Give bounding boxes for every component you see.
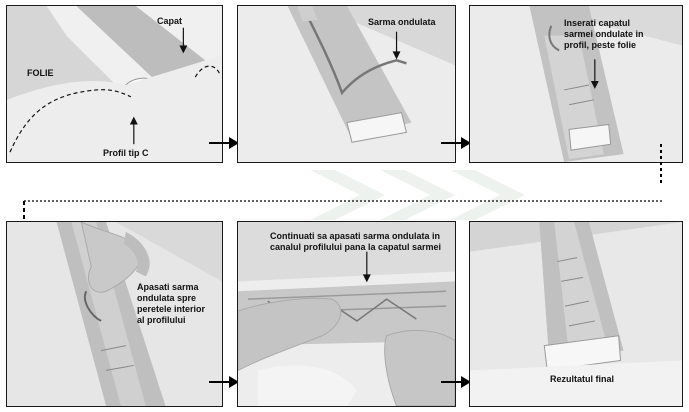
label-inserati-1: Inserati capatul	[564, 18, 631, 28]
press-wire-illustration	[7, 222, 222, 406]
panel-step-1: Capat FOLIE Profil tip C	[6, 5, 223, 163]
label-capat: Capat	[157, 16, 183, 26]
label-apasati-4: al profilului	[137, 315, 186, 325]
label-inserati-3: profil, peste folie	[564, 40, 637, 50]
arrow-right-icon	[441, 376, 471, 388]
label-folie: FOLIE	[27, 68, 54, 78]
panel-step-2: Sarma ondulata	[237, 5, 456, 163]
label-apasati-3: peretele interior	[137, 304, 206, 314]
panel-step-5: Continuati sa apasati sarma ondulata in …	[237, 221, 456, 407]
profile-c-illustration	[7, 6, 222, 162]
label-profil-tip-c: Profil tip C	[103, 148, 149, 158]
panel-step-6: Rezultatul final	[469, 221, 683, 407]
sarma-ondulata-illustration	[238, 6, 455, 162]
label-continuati-1: Continuati sa apasati sarma ondulata in	[270, 231, 441, 241]
label-continuati-2: canalul profilului pana la capatul sarme…	[270, 242, 442, 252]
label-inserati-2: sarmei ondulate in	[564, 29, 644, 39]
panel-step-4: Apasati sarma ondulata spre peretele int…	[6, 221, 223, 407]
label-apasati-1: Apasati sarma	[137, 282, 199, 292]
panel-step-3: Inserati capatul sarmei ondulate in prof…	[469, 5, 683, 163]
watermark-chevrons	[310, 170, 525, 220]
arrow-right-icon	[209, 376, 239, 388]
continue-press-illustration	[238, 222, 455, 406]
label-rezultatul-final: Rezultatul final	[550, 374, 615, 384]
insert-wire-illustration	[470, 6, 682, 162]
label-sarma-ondulata: Sarma ondulata	[368, 17, 436, 27]
label-apasati-2: ondulata spre	[137, 293, 197, 303]
arrow-right-icon	[441, 137, 471, 149]
final-result-illustration	[470, 222, 682, 406]
arrow-right-icon	[209, 137, 239, 149]
